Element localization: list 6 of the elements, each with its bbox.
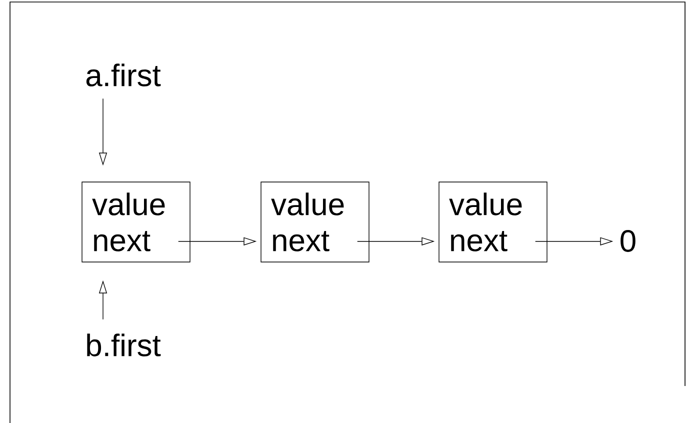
list-node-box: value next	[438, 182, 548, 262]
list-node-box: value next	[260, 182, 370, 262]
list-node-box: value next	[82, 182, 190, 262]
pointer-label: 0	[620, 230, 636, 252]
pointer-label: a.first	[86, 64, 161, 86]
pointer-label: b.first	[87, 334, 161, 356]
